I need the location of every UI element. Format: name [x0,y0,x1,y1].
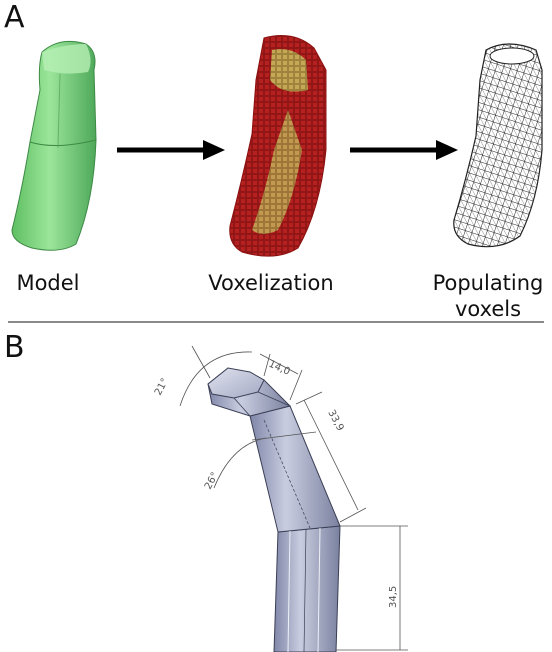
cad-drawing: 21° 14,0 33,9 26° 34,5 [153,345,408,652]
dimension-length-bottom: 34,5 [388,586,399,608]
step-label-populating-line1: Populating [432,271,544,295]
panel-divider [8,321,544,323]
step-label-populating-voxels: Populating voxels [420,270,552,322]
voxelization-figure [229,35,327,257]
dimension-angle-top: 21° [153,377,171,398]
dimension-length-mid: 33,9 [325,408,345,433]
dimension-angle-mid: 26° [203,471,221,492]
populated-voxels-figure [453,43,543,248]
step-label-model: Model [16,271,80,295]
step-label-voxelization: Voxelization [208,271,334,295]
cad-model [207,367,341,652]
arrow-right-icon [117,140,225,160]
panel-a-label: A [4,0,25,35]
dimension-length-top: 14,0 [267,359,292,378]
arrow-right-icon [350,140,458,160]
model-figure [11,40,97,251]
panel-b-label: B [4,330,25,365]
step-label-populating-line2: voxels [454,297,522,321]
